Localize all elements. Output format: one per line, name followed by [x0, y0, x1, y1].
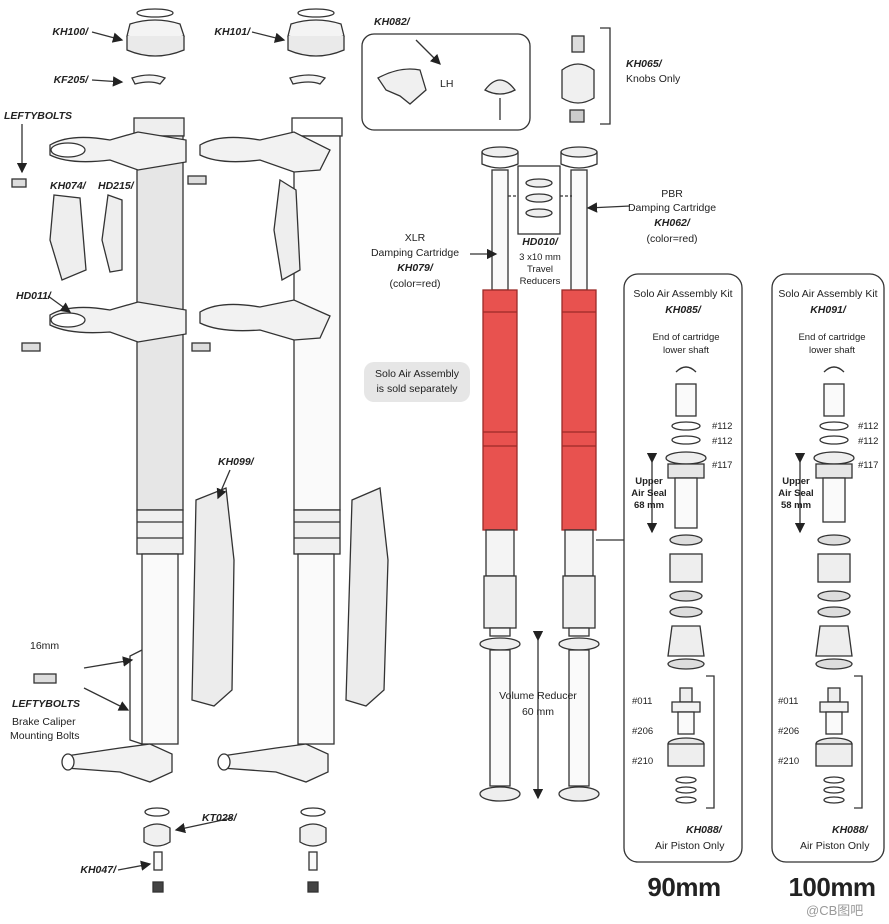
volume-reducer-label: Volume Reducer — [499, 690, 577, 702]
clamp-bolt — [11, 178, 27, 188]
leg-guard-kh099 — [191, 487, 235, 707]
part-code-hd215: HD215/ — [98, 180, 134, 192]
kit-90-seal-2: Air Seal — [631, 488, 667, 499]
part-code-hd010: HD010/ — [522, 236, 558, 248]
kit-100-title: Solo Air Assembly Kit — [778, 288, 878, 300]
xlr-color-label: (color=red) — [389, 278, 441, 290]
part-code-kt028: KT028/ — [202, 812, 237, 824]
kit-90-o112b: #112 — [712, 436, 733, 447]
watermark: @CB图吧 — [806, 903, 864, 918]
kit-100-seal-2: Air Seal — [778, 488, 814, 499]
clamp-bolt — [21, 342, 41, 352]
right-fork — [187, 8, 389, 893]
kit-100-shaft-2: lower shaft — [809, 345, 855, 356]
xlr-label: XLR — [404, 232, 426, 244]
caliper-bolt — [33, 673, 57, 684]
kit-100-piston-code: KH088/ — [832, 824, 868, 836]
reducer-travel-label: Travel — [526, 264, 554, 275]
part-code-leftybolts-bottom: LEFTYBOLTS — [12, 698, 81, 710]
guard-kh074 — [49, 194, 87, 281]
part-code-kh074: KH074/ — [50, 180, 86, 192]
kit-100-code: KH091/ — [810, 304, 846, 316]
solo-note-line2: is sold separately — [376, 383, 458, 395]
kit-90-o117: #117 — [712, 460, 733, 471]
kit-100-o210: #210 — [778, 756, 800, 767]
knobs-only-label: Knobs Only — [626, 73, 681, 85]
xlr-damping-label: Damping Cartridge — [370, 247, 460, 259]
kit-100-shaft-1: End of cartridge — [798, 332, 866, 343]
kit-100-piston-label: Air Piston Only — [800, 840, 870, 852]
kit-90-o112a: #112 — [712, 421, 733, 432]
solo-note-line1: Solo Air Assembly — [374, 368, 460, 380]
kit-90-title: Solo Air Assembly Kit — [633, 288, 733, 300]
part-code-kh082: KH082/ — [374, 16, 410, 28]
xlr-damping-cartridge — [479, 146, 521, 802]
part-code-kh047: KH047/ — [80, 864, 116, 876]
volume-reducer-top — [479, 637, 521, 651]
kit-90-o210: #210 — [632, 756, 654, 767]
kit-100-o112b: #112 — [858, 436, 879, 447]
remote-lever-box — [361, 33, 531, 131]
kit-90-seal-1: Upper — [635, 476, 663, 487]
kit-90-o206: #206 — [632, 726, 654, 737]
kit-90-shaft-2: lower shaft — [663, 345, 709, 356]
part-code-kh099: KH099/ — [218, 456, 254, 468]
pbr-damping-cartridge — [558, 146, 600, 802]
left-lower-leg — [141, 553, 179, 745]
part-code-kh079: KH079/ — [397, 262, 433, 274]
pbr-damping-label: Damping Cartridge — [627, 202, 717, 214]
kit-100-o206: #206 — [778, 726, 800, 737]
kit-90-size: 90mm — [647, 872, 721, 902]
part-code-kf205: KF205/ — [53, 74, 88, 86]
solo-note-pill — [364, 362, 470, 402]
kit-90-code: KH085/ — [665, 304, 701, 316]
part-code-hd011: HD011/ — [16, 290, 51, 302]
part-code-kh100: KH100/ — [52, 26, 88, 38]
left-axle — [65, 743, 173, 783]
kit-100-parts — [794, 366, 863, 809]
kit-90-parts — [646, 366, 715, 809]
part-code-kh062: KH062/ — [654, 217, 690, 229]
pbr-red-body — [561, 289, 597, 531]
split-ring — [131, 74, 167, 85]
kit-90-piston-code: KH088/ — [686, 824, 722, 836]
pbr-color-label: (color=red) — [646, 233, 698, 245]
kit-100-o117: #117 — [858, 460, 879, 471]
kit-100-seal-1: Upper — [782, 476, 810, 487]
kit-100-o011: #011 — [778, 696, 799, 707]
mounting-bolts-label: Mounting Bolts — [10, 730, 80, 742]
kit-100-size: 100mm — [788, 872, 876, 902]
volume-reducer-size: 60 mm — [521, 706, 555, 718]
kit-90-o011: #011 — [632, 696, 653, 707]
kit-90-piston-label: Air Piston Only — [655, 840, 725, 852]
reducer-reducers-label: Reducers — [519, 276, 561, 287]
lh-label: LH — [440, 78, 454, 90]
part-code-kh101: KH101/ — [214, 26, 250, 38]
kit-90-seal-3: 68 mm — [633, 500, 665, 511]
bolt-size-label: 16mm — [30, 640, 60, 652]
remote-lever-icon — [377, 68, 427, 105]
pbr-label: PBR — [661, 188, 683, 200]
left-fork — [11, 8, 235, 893]
knob-cap — [571, 35, 585, 53]
headset-ring — [136, 8, 174, 18]
part-code-kh065: KH065/ — [626, 58, 662, 70]
part-code-leftybolts-top: LEFTYBOLTS — [4, 110, 73, 122]
kit-100-o112a: #112 — [858, 421, 879, 432]
upper-clamp — [49, 131, 187, 171]
reducer-size-label: 3 x10 mm — [519, 252, 561, 263]
knob-assembly — [561, 63, 595, 104]
xlr-red-body — [482, 289, 518, 531]
brake-caliper-label: Brake Caliper — [12, 716, 76, 728]
kit-100-seal-3: 58 mm — [780, 500, 812, 511]
guard-hd215 — [101, 194, 123, 273]
kit-90-shaft-1: End of cartridge — [652, 332, 720, 343]
